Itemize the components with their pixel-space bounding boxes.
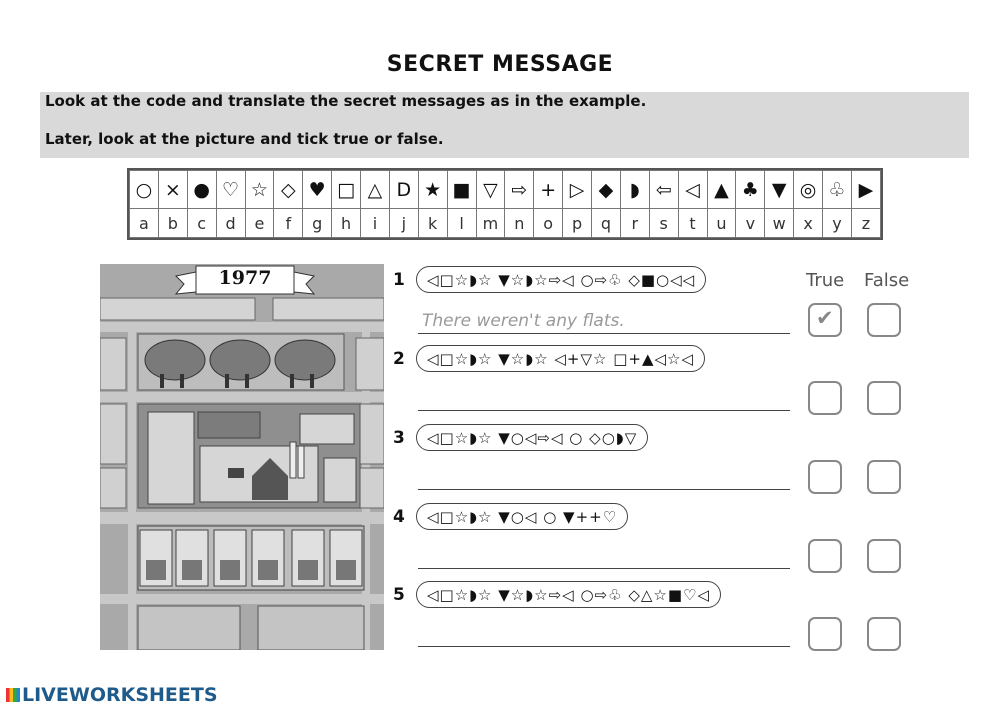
- code-symbol-cell: ⇨: [504, 170, 535, 209]
- code-letter-cell: n: [504, 208, 535, 238]
- question-5-true-checkbox[interactable]: [808, 617, 842, 651]
- code-letter-cell: d: [215, 208, 246, 238]
- code-letter-cell: u: [706, 208, 737, 238]
- code-letter-cell: b: [157, 208, 188, 238]
- check-icon: ✔: [816, 306, 834, 330]
- code-letter-cell: i: [360, 208, 390, 238]
- code-symbols-row: ○×●♡☆◇♥□△D★■▽⇨+▷◆◗⇦◁▲♣▼◎♧▶: [129, 170, 882, 209]
- code-letter-cell: l: [446, 208, 477, 238]
- question-3-false-checkbox[interactable]: [867, 460, 901, 494]
- code-letter-cell: o: [533, 208, 564, 238]
- code-letter-cell: g: [302, 208, 333, 238]
- question-5-code: ◁□☆◗☆ ▼☆◗☆⇨◁ ○⇨♧ ◇△☆■♡◁: [416, 581, 722, 608]
- question-4-number: 4: [393, 507, 405, 527]
- code-letter-cell: k: [417, 208, 448, 238]
- code-letter-cell: h: [331, 208, 361, 238]
- code-letter-cell: z: [850, 208, 882, 238]
- code-symbol-cell: ▶: [850, 170, 882, 209]
- logo-text: LIVEWORKSHEETS: [22, 684, 218, 706]
- code-letter-cell: r: [619, 208, 650, 238]
- question-2-number: 2: [393, 349, 405, 369]
- code-symbol-cell: ★: [417, 170, 448, 209]
- code-symbol-cell: ○: [129, 170, 159, 209]
- question-5-false-checkbox[interactable]: [867, 617, 901, 651]
- question-4-answer-line[interactable]: [418, 567, 790, 569]
- question-3-answer-line[interactable]: [418, 488, 790, 490]
- code-symbol-cell: +: [533, 170, 564, 209]
- instruction-line-2: Later, look at the picture and tick true…: [45, 130, 444, 148]
- code-letter-cell: q: [591, 208, 621, 238]
- code-letter-cell: j: [388, 208, 419, 238]
- code-letter-cell: x: [793, 208, 823, 238]
- code-symbol-cell: ◆: [591, 170, 621, 209]
- code-symbol-cell: ◁: [677, 170, 708, 209]
- false-column-header: False: [864, 270, 910, 291]
- code-symbol-cell: ◎: [793, 170, 823, 209]
- question-2-answer-line[interactable]: [418, 409, 790, 411]
- true-column-header: True: [806, 270, 845, 291]
- code-symbol-cell: D: [388, 170, 419, 209]
- code-symbol-cell: ♡: [215, 170, 246, 209]
- question-1-example-answer: There weren't any flats.: [422, 311, 625, 331]
- code-symbol-cell: ▲: [706, 170, 737, 209]
- instructions-panel: Look at the code and translate the secre…: [40, 92, 969, 158]
- question-2-true-checkbox[interactable]: [808, 381, 842, 415]
- question-1-answer-line: [418, 332, 790, 334]
- question-1-code: ◁□☆◗☆ ▼☆◗☆⇨◁ ○⇨♧ ◇■○◁◁: [416, 266, 707, 293]
- code-symbol-cell: ♥: [302, 170, 333, 209]
- code-letter-cell: v: [735, 208, 766, 238]
- code-symbol-cell: ▷: [562, 170, 592, 209]
- code-symbol-cell: ◗: [619, 170, 650, 209]
- question-4-true-checkbox[interactable]: [808, 539, 842, 573]
- liveworksheets-logo[interactable]: LIVEWORKSHEETS: [6, 684, 218, 706]
- code-letter-cell: e: [244, 208, 275, 238]
- question-4-false-checkbox[interactable]: [867, 539, 901, 573]
- question-1-number: 1: [393, 270, 405, 290]
- logo-icon: [6, 688, 20, 702]
- code-letter-cell: c: [186, 208, 217, 238]
- question-5-answer-line[interactable]: [418, 645, 790, 647]
- code-symbol-cell: ♣: [735, 170, 766, 209]
- code-symbol-cell: ◇: [273, 170, 304, 209]
- code-symbol-cell: ⇦: [648, 170, 679, 209]
- question-2-code: ◁□☆◗☆ ▼☆◗☆ ◁+▽☆ □+▲◁☆◁: [416, 345, 706, 372]
- question-4-code: ◁□☆◗☆ ▼○◁ ○ ▼++♡: [416, 503, 629, 530]
- code-letter-cell: a: [129, 208, 159, 238]
- question-5-number: 5: [393, 585, 405, 605]
- page-title: SECRET MESSAGE: [386, 52, 614, 77]
- code-letter-cell: m: [475, 208, 506, 238]
- question-3-code: ◁□☆◗☆ ▼○◁⇨◁ ○ ◇○◗▽: [416, 424, 649, 451]
- code-symbol-cell: ■: [446, 170, 477, 209]
- code-symbol-cell: ▽: [475, 170, 506, 209]
- question-1-true-checkbox[interactable]: ✔: [808, 303, 842, 337]
- code-symbol-cell: ▼: [764, 170, 795, 209]
- code-letter-cell: y: [822, 208, 852, 238]
- question-2-false-checkbox[interactable]: [867, 381, 901, 415]
- code-letter-cell: s: [648, 208, 679, 238]
- code-symbol-cell: △: [360, 170, 390, 209]
- town-picture: 1977: [100, 264, 384, 650]
- question-3-number: 3: [393, 428, 405, 448]
- code-letter-cell: p: [562, 208, 592, 238]
- code-symbol-cell: ♧: [822, 170, 852, 209]
- code-symbol-cell: □: [331, 170, 361, 209]
- question-3-true-checkbox[interactable]: [808, 460, 842, 494]
- code-symbol-cell: ☆: [244, 170, 275, 209]
- code-symbol-cell: ●: [186, 170, 217, 209]
- question-1-false-checkbox[interactable]: [867, 303, 901, 337]
- year-banner: 1977: [218, 267, 272, 289]
- code-letter-cell: w: [764, 208, 795, 238]
- instruction-line-1: Look at the code and translate the secre…: [45, 92, 647, 110]
- code-letter-cell: f: [273, 208, 304, 238]
- code-symbol-cell: ×: [157, 170, 188, 209]
- code-letter-cell: t: [677, 208, 708, 238]
